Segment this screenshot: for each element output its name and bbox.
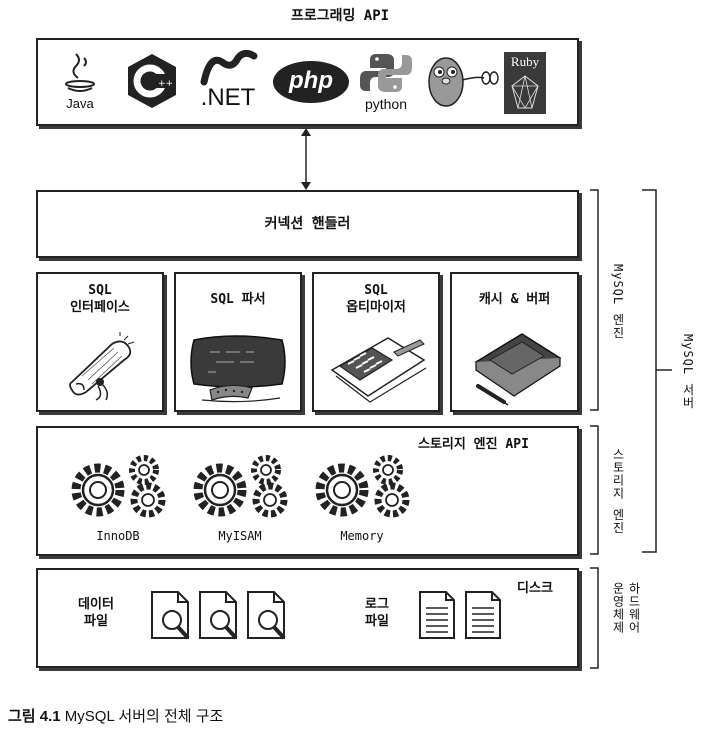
storage-engine-title: 스토리지 엔진 API (418, 437, 529, 452)
innodb-gears-icon (71, 455, 166, 518)
mysql-engine-label: MySQL 엔진 (611, 264, 625, 340)
go-gopher-icon (428, 57, 499, 107)
chalkboard-icon (190, 335, 286, 403)
storage-engine-side-label: 스토리지 엔진 (611, 448, 625, 535)
hardware-label: 하드웨어 (627, 582, 641, 634)
os-hardware-bracket (590, 567, 599, 669)
sql-optimizer-box: SQL 옵티마이저 (312, 272, 440, 412)
os-label: 운영체제 (611, 582, 625, 634)
svg-text:++: ++ (158, 79, 173, 89)
java-icon: Java (60, 50, 100, 111)
log-file-icon (419, 591, 501, 639)
notebook-icon (474, 333, 562, 406)
dotnet-label: .NET (200, 84, 256, 111)
php-oval-icon (273, 61, 349, 103)
sql-interface-label: SQL 인터페이스 (70, 283, 130, 315)
programming-api-title: 프로그래밍 API (290, 8, 390, 24)
ruby-icon: Ruby (504, 52, 546, 114)
cache-buffer-label: 캐시 & 버퍼 (478, 292, 551, 307)
ruby-gem-icon (511, 75, 539, 109)
api-connection-arrow (301, 128, 311, 190)
cache-buffer-box: 캐시 & 버퍼 (450, 272, 579, 412)
figure-caption: 그림 4.1 MySQL 서버의 전체 구조 (8, 705, 223, 726)
programming-api-box: Java ++ .NET php python (36, 38, 579, 126)
connection-handler-label: 커넥션 핸들러 (264, 216, 351, 232)
dotnet-logo-icon (200, 49, 258, 86)
sql-parser-box: SQL 파서 (174, 272, 302, 412)
disk-title: 디스크 (517, 581, 553, 596)
memory-gears-icon (315, 455, 410, 518)
cpp-icon: ++ (128, 54, 176, 108)
java-label: Java (66, 96, 94, 111)
myisam-gears-icon (193, 455, 288, 518)
dotnet-icon: .NET (196, 49, 260, 114)
java-cup-icon (65, 53, 95, 92)
mysql-engine-bracket (590, 189, 599, 411)
ruby-label: Ruby (510, 54, 540, 69)
sql-parser-label: SQL 파서 (210, 292, 266, 307)
connection-handler-box: 커넥션 핸들러 (36, 190, 579, 258)
mysql-server-bracket (642, 189, 672, 553)
scroll-icon (69, 332, 135, 401)
sql-interface-box: SQL 인터페이스 (36, 272, 164, 412)
data-files-label: 데이터 파일 (78, 597, 114, 629)
memory-label: Memory (340, 529, 384, 543)
log-files-label: 로그 파일 (365, 597, 389, 629)
mysql-server-label: MySQL 서버 (681, 334, 695, 410)
figure-title: MySQL 서버의 전체 구조 (60, 708, 224, 725)
php-label: php (289, 67, 333, 94)
disk-box: 디스크 데이터 파일 로그 파일 (36, 568, 579, 668)
sql-optimizer-label: SQL 옵티마이저 (346, 283, 406, 315)
myisam-label: MyISAM (218, 529, 262, 543)
php-icon: php (272, 60, 350, 104)
python-label: python (364, 96, 408, 112)
python-icon: python (356, 50, 416, 120)
innodb-label: InnoDB (96, 529, 140, 543)
data-file-search-icon (151, 591, 286, 640)
python-snake-icon (360, 54, 412, 92)
calculator-icon (330, 337, 427, 403)
storage-engine-box: 스토리지 엔진 API InnoDB MyISAM Memory (36, 426, 579, 556)
figure-number: 그림 4.1 (8, 708, 61, 725)
storage-engine-bracket (590, 425, 599, 555)
